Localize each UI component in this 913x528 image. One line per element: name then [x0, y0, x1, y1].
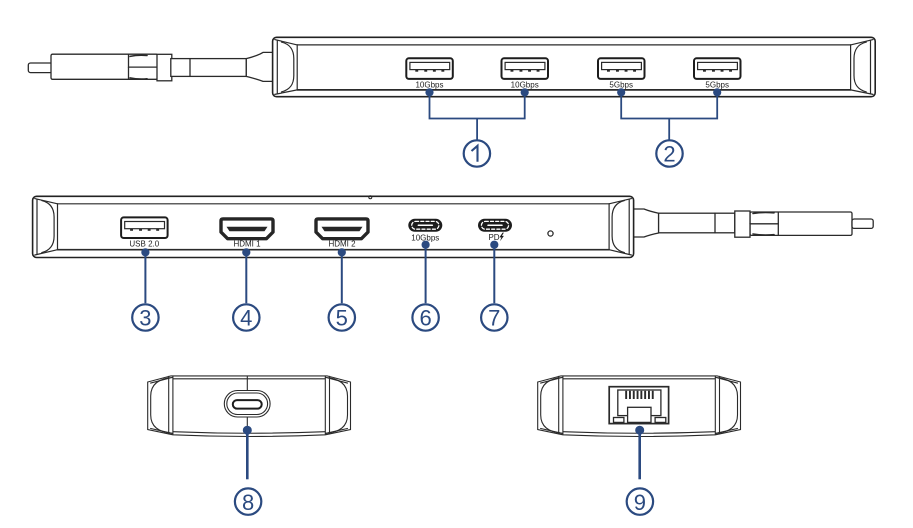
svg-text:5Gbps: 5Gbps: [609, 80, 633, 89]
svg-text:10Gbps: 10Gbps: [415, 80, 443, 89]
svg-text:10Gbps: 10Gbps: [411, 233, 439, 242]
svg-text:5Gbps: 5Gbps: [705, 80, 729, 89]
svg-text:HDMI 1: HDMI 1: [233, 239, 261, 248]
svg-text:7: 7: [488, 306, 500, 331]
svg-text:4: 4: [240, 306, 252, 331]
svg-text:3: 3: [139, 306, 151, 331]
svg-text:HDMI 2: HDMI 2: [328, 239, 356, 248]
svg-text:8: 8: [242, 490, 254, 515]
svg-text:PD: PD: [488, 233, 499, 242]
svg-text:5: 5: [336, 306, 348, 331]
svg-text:USB 2.0: USB 2.0: [129, 239, 159, 248]
svg-text:9: 9: [634, 490, 646, 515]
svg-text:2: 2: [663, 142, 675, 167]
svg-text:6: 6: [419, 306, 431, 331]
svg-text:10Gbps: 10Gbps: [511, 80, 539, 89]
